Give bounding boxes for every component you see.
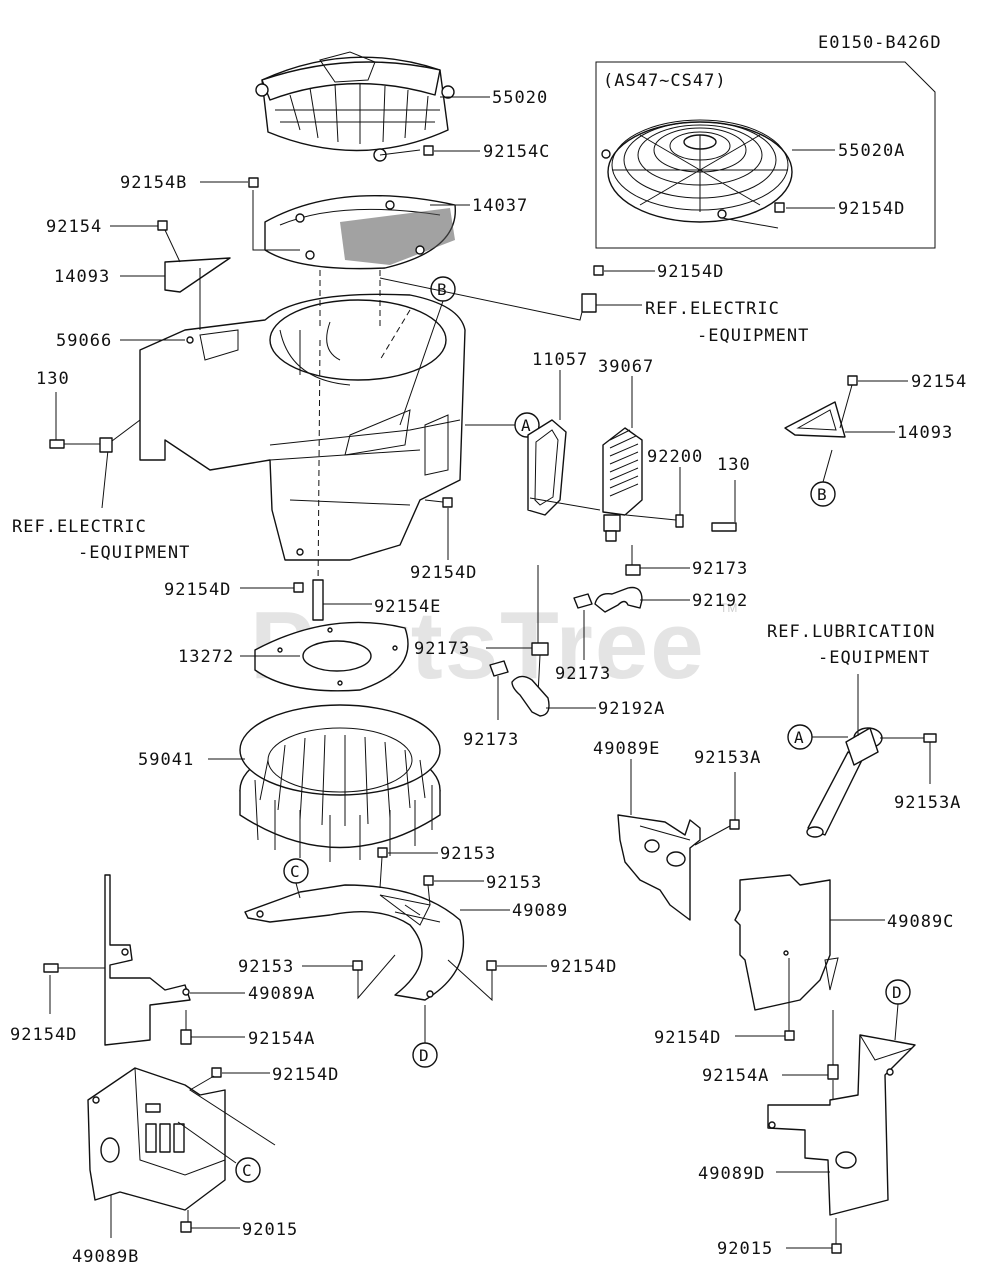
label-92154C: 92154C bbox=[483, 142, 550, 162]
label-92154A-right: 92154A bbox=[702, 1066, 769, 1086]
fan-59041 bbox=[239, 704, 441, 862]
label-92154D-mid: 92154D bbox=[164, 580, 231, 600]
svg-text:D: D bbox=[419, 1046, 429, 1065]
guard-49089B bbox=[87, 1067, 226, 1211]
label-55020A: 55020A bbox=[838, 141, 905, 161]
ref-lubrication-2: -EQUIPMENT bbox=[818, 648, 930, 668]
label-13272: 13272 bbox=[178, 647, 234, 667]
callout-c-guard: C bbox=[235, 1157, 261, 1183]
bracket-14093-left bbox=[164, 257, 231, 293]
ref-electric-right-2: -EQUIPMENT bbox=[697, 326, 809, 346]
label-92153-a: 92153 bbox=[440, 844, 496, 864]
label-130-right: 130 bbox=[717, 455, 751, 475]
label-92154D-shroud: 92154D bbox=[410, 563, 477, 583]
label-92153-c: 92153 bbox=[238, 957, 294, 977]
svg-text:A: A bbox=[521, 416, 531, 435]
label-92154A-left: 92154A bbox=[248, 1029, 315, 1049]
callout-b-right: B bbox=[810, 481, 836, 507]
callout-d-guard: D bbox=[885, 979, 911, 1005]
label-49089: 49089 bbox=[512, 901, 568, 921]
label-92173-d: 92173 bbox=[463, 730, 519, 750]
cover-49089C bbox=[734, 874, 839, 1011]
label-14093-right: 14093 bbox=[897, 423, 953, 443]
label-130-left: 130 bbox=[36, 369, 70, 389]
callout-a-tube: A bbox=[787, 724, 813, 750]
label-49089E: 49089E bbox=[593, 739, 660, 759]
diagram-code: E0150-B426D bbox=[818, 33, 942, 53]
label-92154D-top: 92154D bbox=[657, 262, 724, 282]
label-92154D-plate: 92154D bbox=[550, 957, 617, 977]
label-92192: 92192 bbox=[692, 591, 748, 611]
dipstick-tube bbox=[806, 727, 883, 838]
label-92192A: 92192A bbox=[598, 699, 665, 719]
label-92173-c: 92173 bbox=[414, 639, 470, 659]
guard-49089D bbox=[767, 1034, 916, 1216]
svg-text:A: A bbox=[794, 728, 804, 747]
label-55020: 55020 bbox=[492, 88, 548, 108]
label-39067: 39067 bbox=[598, 357, 654, 377]
svg-text:B: B bbox=[817, 485, 827, 504]
label-49089D: 49089D bbox=[698, 1164, 765, 1184]
baffle-49089 bbox=[244, 884, 465, 1001]
label-92154D-right: 92154D bbox=[654, 1028, 721, 1048]
label-92153A-b: 92153A bbox=[894, 793, 961, 813]
svg-text:C: C bbox=[242, 1161, 252, 1180]
label-92154D-left: 92154D bbox=[10, 1025, 77, 1045]
callout-d-baffle: D bbox=[412, 1042, 438, 1068]
bracket-49089A bbox=[104, 874, 191, 1046]
oil-cooler-39067 bbox=[602, 427, 643, 542]
screen-14037 bbox=[264, 195, 456, 270]
inset-title: (AS47~CS47) bbox=[603, 71, 727, 91]
ref-electric-right-1: REF.ELECTRIC bbox=[645, 299, 780, 319]
label-49089C: 49089C bbox=[887, 912, 954, 932]
label-92015-right: 92015 bbox=[717, 1239, 773, 1259]
label-92153A-a: 92153A bbox=[694, 748, 761, 768]
label-92015-left: 92015 bbox=[242, 1220, 298, 1240]
watermark-tm: TM bbox=[720, 601, 737, 615]
shroud-59066 bbox=[139, 293, 466, 561]
label-92154B: 92154B bbox=[120, 173, 187, 193]
label-92154D-bottom: 92154D bbox=[272, 1065, 339, 1085]
bracket-14093-right bbox=[784, 401, 846, 438]
label-49089B: 49089B bbox=[72, 1247, 139, 1267]
hose-92192 bbox=[594, 586, 643, 613]
ref-electric-left-2: -EQUIPMENT bbox=[78, 543, 190, 563]
callout-c-baffle: C bbox=[283, 858, 309, 884]
label-14093-left: 14093 bbox=[54, 267, 110, 287]
ref-electric-left-1: REF.ELECTRIC bbox=[12, 517, 147, 537]
label-92154E: 92154E bbox=[374, 597, 441, 617]
svg-text:D: D bbox=[892, 983, 902, 1002]
grille-55020A bbox=[601, 119, 793, 223]
label-92200: 92200 bbox=[647, 447, 703, 467]
label-92154-left: 92154 bbox=[46, 217, 102, 237]
label-59066: 59066 bbox=[56, 331, 112, 351]
cover-55020 bbox=[255, 51, 455, 162]
svg-text:C: C bbox=[290, 862, 300, 881]
inset-box: (AS47~CS47) 55020A 92154D bbox=[595, 61, 936, 249]
label-14037: 14037 bbox=[472, 196, 528, 216]
label-92154-right: 92154 bbox=[911, 372, 967, 392]
guard-49089E bbox=[617, 814, 701, 921]
label-92173-a: 92173 bbox=[692, 559, 748, 579]
label-49089A: 49089A bbox=[248, 984, 315, 1004]
svg-text:B: B bbox=[437, 280, 447, 299]
hose-92192A bbox=[511, 675, 550, 717]
label-11057: 11057 bbox=[532, 350, 588, 370]
gasket-11057 bbox=[527, 419, 567, 516]
ref-lubrication-1: REF.LUBRICATION bbox=[767, 622, 936, 642]
label-92173-b: 92173 bbox=[555, 664, 611, 684]
label-92154D-inset: 92154D bbox=[838, 199, 905, 219]
plate-13272 bbox=[254, 621, 409, 692]
label-92153-b: 92153 bbox=[486, 873, 542, 893]
label-59041: 59041 bbox=[138, 750, 194, 770]
